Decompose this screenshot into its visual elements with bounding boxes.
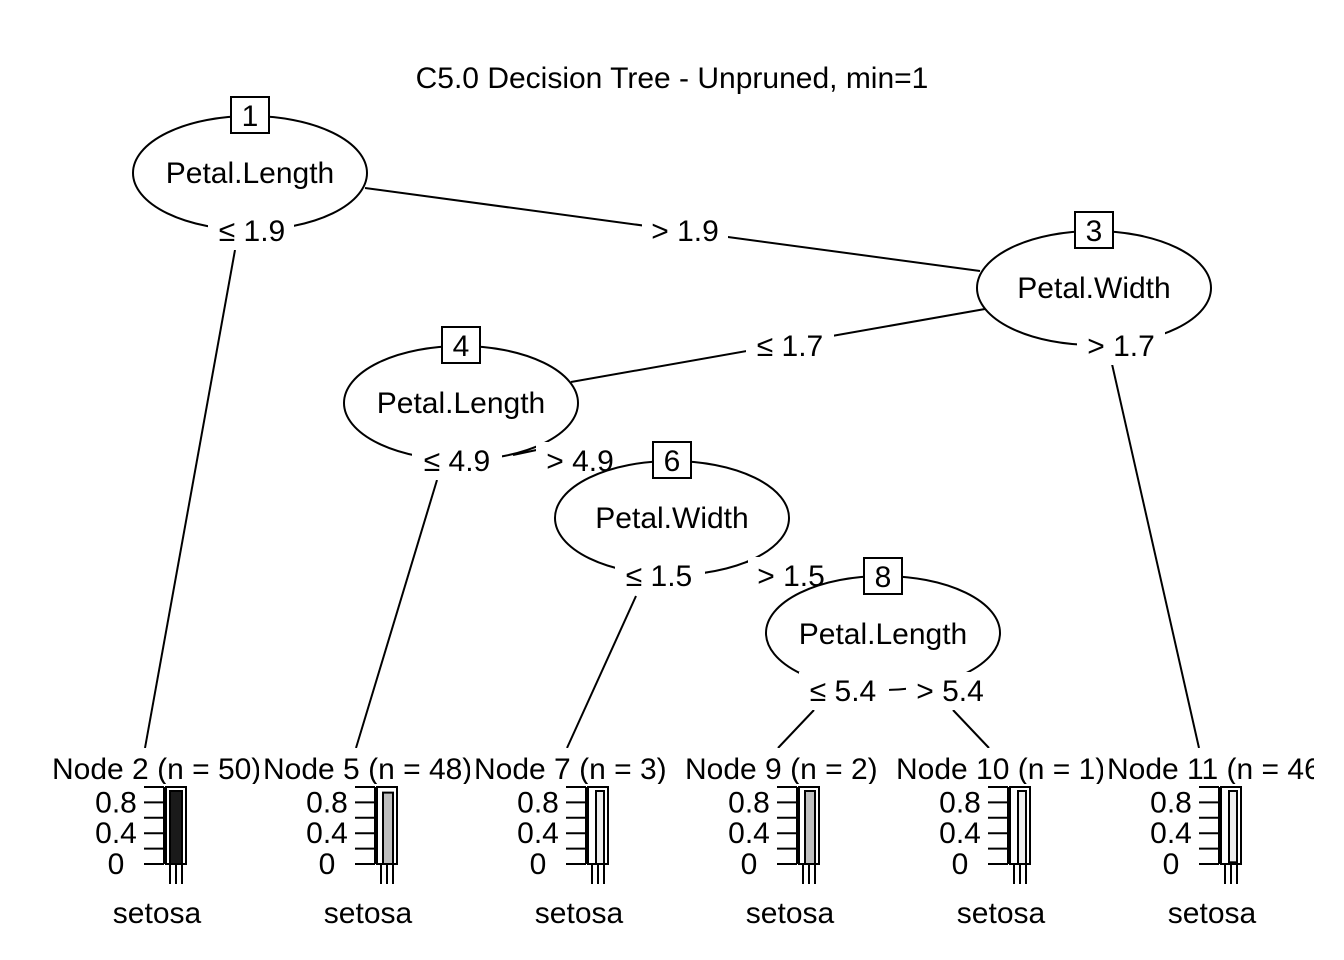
leaf-label-background (894, 748, 1103, 784)
inner-node-3: Petal.Width 3 ≤ 1.7 > 1.7 (746, 211, 1212, 365)
node-id-box (230, 96, 270, 134)
y-axis-tick-label: 0 (108, 848, 125, 881)
y-axis-tick-label: 0 (530, 848, 547, 881)
leaf-label-background (50, 748, 259, 784)
edge-1-2 (144, 249, 236, 749)
edge-3-11 (1111, 363, 1200, 749)
y-axis-tick-label: 0.4 (95, 817, 137, 850)
leaf-label-background (1105, 748, 1314, 784)
y-axis-tick-label: 0.8 (517, 786, 559, 819)
leaf-bar-segment (382, 791, 394, 866)
leaf-class-label: setosa (113, 897, 202, 930)
y-axis-tick-label: 0.4 (306, 817, 348, 850)
leaf-node-label: Node 7 (n = 3) (474, 753, 667, 786)
label-background (642, 212, 728, 250)
right-split-label: > 1.9 (651, 215, 719, 248)
y-axis-tick-label: 0.4 (517, 817, 559, 850)
y-axis-tick-label: 0.4 (728, 817, 770, 850)
right-split-label: > 5.4 (916, 675, 984, 708)
diagram-title: C5.0 Decision Tree - Unpruned, min=1 (416, 62, 929, 95)
leaf-node: Node 9 (n = 2) 0 0.80.4 setosa (683, 748, 892, 930)
leaf-bar-segment (169, 790, 183, 865)
leaf-label-background (683, 748, 892, 784)
node-id-box (1074, 211, 1114, 249)
node-id-box (863, 557, 903, 595)
leaf-label-background (472, 748, 681, 784)
node-id-box (441, 326, 481, 364)
y-axis-tick-label: 0 (1163, 848, 1180, 881)
label-background (799, 672, 889, 710)
edge-6-7 (566, 595, 637, 749)
label-background (1077, 327, 1165, 365)
edge-8-9 (777, 709, 815, 749)
split-variable: Petal.Length (166, 157, 334, 190)
leaf-bar-segment (595, 790, 605, 865)
node-id: 6 (664, 445, 681, 478)
leaf-node: Node 7 (n = 3) 0 0.80.4 setosa (472, 748, 681, 930)
leaf-node: Node 11 (n = 46) 0 0.80.4 setosa (1105, 748, 1331, 930)
label-background (746, 327, 834, 365)
y-axis-tick-label: 0.8 (306, 786, 348, 819)
y-axis-tick-label: 0.4 (1150, 817, 1192, 850)
node-id: 8 (875, 561, 892, 594)
leaf-class-label: setosa (535, 897, 624, 930)
leaf-class-label: setosa (957, 897, 1046, 930)
leaf-label-background (261, 748, 470, 784)
y-axis-tick-label: 0.8 (939, 786, 981, 819)
y-axis-tick-label: 0 (319, 848, 336, 881)
split-variable: Petal.Width (1017, 272, 1170, 305)
y-axis-tick-label: 0.8 (1150, 786, 1192, 819)
leaf-node-label: Node 2 (n = 50) (52, 753, 261, 786)
label-background (615, 557, 705, 595)
left-split-label: ≤ 1.9 (219, 215, 286, 248)
y-axis-tick-label: 0.4 (939, 817, 981, 850)
inner-node-8: Petal.Length 8 ≤ 5.4 > 5.4 (765, 557, 1001, 710)
label-background (412, 442, 502, 480)
left-split-label: ≤ 4.9 (424, 445, 491, 478)
label-background (906, 672, 996, 710)
leaf-node: Node 10 (n = 1) 0 0.80.4 setosa (894, 748, 1105, 930)
label-background (208, 212, 294, 250)
left-split-label: ≤ 5.4 (810, 675, 877, 708)
left-split-label: ≤ 1.5 (626, 560, 693, 593)
split-variable: Petal.Width (595, 502, 748, 535)
y-axis-tick-label: 0.8 (95, 786, 137, 819)
leaf-node: Node 5 (n = 48) 0 0.80.4 setosa (261, 748, 472, 930)
split-variable: Petal.Length (799, 618, 967, 651)
y-axis-tick-label: 0 (741, 848, 758, 881)
leaf-node-label: Node 9 (n = 2) (685, 753, 878, 786)
leaf-bar-segment (804, 790, 816, 865)
leaf-node-label: Node 5 (n = 48) (263, 753, 472, 786)
edge-8-10 (952, 709, 990, 749)
split-variable: Petal.Length (377, 387, 545, 420)
inner-node-1: Petal.Length 1 ≤ 1.9 > 1.9 (132, 96, 728, 250)
node-id: 4 (453, 330, 470, 363)
y-axis-tick-label: 0.8 (728, 786, 770, 819)
left-split-label: ≤ 1.7 (757, 330, 824, 363)
leaf-class-label: setosa (1168, 897, 1257, 930)
right-split-label: > 1.7 (1087, 330, 1155, 363)
node-id: 1 (242, 100, 259, 133)
leaf-bar-segment (1017, 790, 1027, 865)
leaf-bar-segment (1228, 790, 1238, 864)
leaf-class-label: setosa (324, 897, 413, 930)
leaf-node-label: Node 10 (n = 1) (896, 753, 1105, 786)
node-id: 3 (1086, 215, 1103, 248)
edge-4-5 (355, 479, 438, 749)
inner-node-4: Petal.Length 4 ≤ 4.9 > 4.9 (343, 326, 626, 480)
leaf-node: Node 2 (n = 50) 0 0.80.4 setosa (50, 748, 261, 930)
y-axis-tick-label: 0 (952, 848, 969, 881)
leaf-class-label: setosa (746, 897, 835, 930)
leaf-node-label: Node 11 (n = 46) (1107, 753, 1331, 786)
node-id-box (652, 441, 692, 479)
